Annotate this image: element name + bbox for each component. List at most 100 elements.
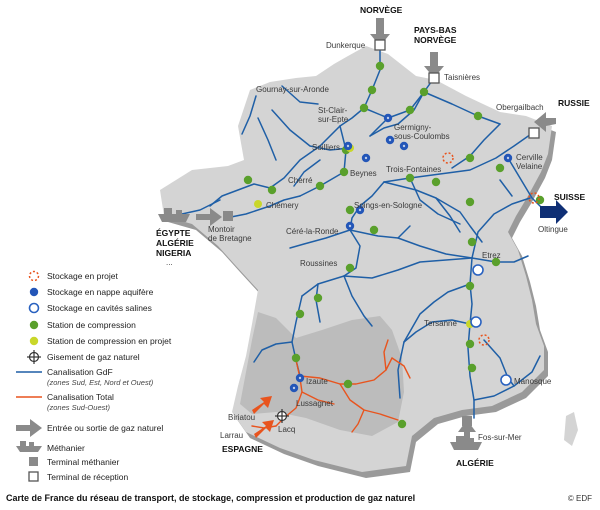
arrow-paysbas [424,52,444,78]
legend-lng-carrier: Méthanier [47,443,85,453]
compression-station [345,205,355,215]
legend-icon-salt [28,302,40,314]
legend-aquifer: Stockage en nappe aquifère [47,287,154,297]
arrow-norvege [370,18,390,46]
figure-credit: © EDF [567,494,592,503]
legend-icon-lng-terminal [29,457,38,466]
compression-station [291,353,301,363]
lng-terminals [223,211,472,426]
legend-icon-compression [29,320,39,330]
ship-south [450,436,482,450]
ship-west [158,208,190,222]
compression-station [359,103,369,113]
legend-entry: Entrée ou sortie de gaz naturel [47,423,163,433]
label-germigny-2: sous-Coulombs [394,132,450,141]
legend-compression-project: Station de compression en projet [47,336,172,346]
legend: Stockage en projet Stockage en nappe aqu… [16,270,172,482]
label-troisfontaines: Trois-Fontaines [386,165,441,174]
storage-projects [442,152,540,346]
label-cerville-2: Velaine [516,162,543,171]
compression-station [473,111,483,121]
label-lussagnet: Lussagnet [296,399,334,408]
label-lng-2: ALGÉRIE [156,238,194,248]
label-stclair-2: sur-Epte [318,115,349,124]
legend-compression: Station de compression [47,320,136,330]
label-lng-3: NIGERIA [156,248,191,258]
label-lng-1: ÉGYPTE [156,228,191,238]
legend-gdf-sub: (zones Sud, Est, Nord et Ouest) [47,378,154,387]
label-manosque: Manosque [514,377,552,386]
compression-station [405,173,415,183]
label-suisse: SUISSE [554,192,586,202]
arrows-espagne [252,396,274,438]
label-larrau: Larrau [220,431,243,440]
label-fos: Fos-sur-Mer [478,433,522,442]
compression-station [313,293,323,303]
compression-station [369,225,379,235]
compression-station [467,237,477,247]
salt-etrez [472,264,484,276]
compression-station [367,85,377,95]
label-russie: RUSSIE [558,98,590,108]
lng-fos [462,416,472,426]
gas-field-lacq [275,409,289,423]
label-cherre: Cherré [288,176,313,185]
compression-station [397,419,407,429]
compression-station [467,363,477,373]
label-cerville-1: Cerville [516,153,543,162]
compression-station [243,175,253,185]
salt-manosque [500,374,512,386]
compression-station [491,257,501,267]
legend-icon-storage-project [28,270,40,282]
label-soings: Soings-en-Sologne [354,201,423,210]
label-paysbas-2: NORVÈGE [414,35,457,45]
compression-station [535,195,545,205]
compression-station [315,181,325,191]
salt-tersanne [470,316,482,328]
legend-gas-field: Gisement de gaz naturel [47,352,140,362]
label-espagne: ESPAGNE [222,444,263,454]
label-montoir-2: de Bretagne [208,234,252,243]
label-germigny-1: Germigny- [394,123,432,132]
compression-station [343,379,353,389]
compression-station [465,339,475,349]
compression-station [495,163,505,173]
arrow-suisse [540,200,568,224]
label-montoir-1: Montoir [208,225,235,234]
aquifer-dots [292,116,510,390]
compression-station [375,61,385,71]
label-obergailbach: Obergailbach [496,103,544,112]
compression-station [465,153,475,163]
compression-station [405,105,415,115]
project-drome [478,334,490,346]
label-gournay: Gournay-sur-Aronde [256,85,329,94]
label-dunkerque: Dunkerque [326,41,366,50]
label-lacq: Lacq [278,425,295,434]
label-norvege: NORVÈGE [360,5,403,15]
figure-caption: Carte de France du réseau de transport, … [6,493,416,503]
legend-icon-aquifer [29,287,39,297]
lng-carriers [158,208,482,450]
label-paysbas-1: PAYS-BAS [414,25,457,35]
legend-reception-terminal: Terminal de réception [47,472,129,482]
compression-stations [243,61,545,429]
label-tersanne: Tersanne [424,319,457,328]
label-taisnieres: Taisnières [444,73,480,82]
compression-station [339,167,349,177]
compression-station [431,177,441,187]
terminal-taisnieres [428,72,440,84]
legend-storage-project: Stockage en projet [47,271,119,281]
label-stclair-1: St-Clair- [318,106,348,115]
label-etrez: Etrez [482,251,501,260]
label-lng-4: ... [166,258,173,267]
legend-icon-reception-terminal [28,471,39,482]
corsica [564,412,578,446]
terminal-dunkerque [374,39,386,51]
compression-station [267,185,277,195]
salt-storage [470,264,512,386]
label-roussines: Roussines [300,259,337,268]
compression-station [465,281,475,291]
country-labels: NORVÈGE PAYS-BAS NORVÈGE RUSSIE SUISSE E… [156,5,590,468]
